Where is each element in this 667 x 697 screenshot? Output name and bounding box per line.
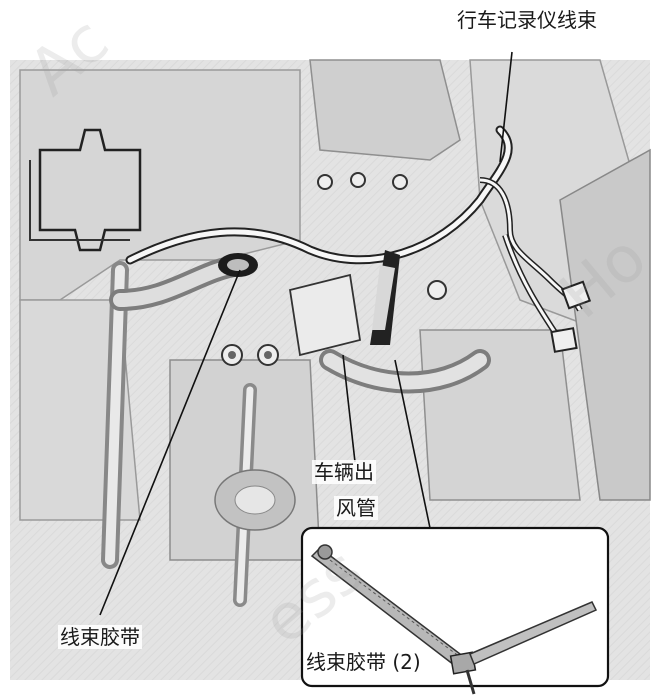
mounting-bracket bbox=[38, 128, 142, 252]
leader-line-dashcam-harness bbox=[499, 51, 513, 163]
bolts bbox=[221, 172, 447, 366]
cable-tie-illustration bbox=[310, 544, 598, 695]
label-vehicle-outlet-line2: 风管 bbox=[334, 496, 378, 520]
leader-line-harness-tie bbox=[99, 269, 241, 616]
connector bbox=[560, 280, 592, 310]
label-vehicle-outlet-line1: 车辆出 bbox=[312, 460, 376, 484]
leader-line-detail bbox=[394, 359, 431, 529]
label-harness-tie-detail: 线束胶带 (2) bbox=[304, 650, 423, 674]
leader-line-outlet-duct bbox=[342, 354, 356, 463]
right-wall bbox=[559, 148, 651, 501]
outlet-duct-bracket bbox=[288, 273, 362, 357]
detail-inset bbox=[300, 526, 610, 688]
upper-duct bbox=[309, 59, 461, 161]
connector bbox=[550, 327, 578, 353]
label-harness-tie: 线束胶带 bbox=[58, 625, 142, 649]
right-lower-block bbox=[419, 329, 581, 501]
label-dashcam-harness: 行车记录仪线束 bbox=[455, 8, 599, 32]
